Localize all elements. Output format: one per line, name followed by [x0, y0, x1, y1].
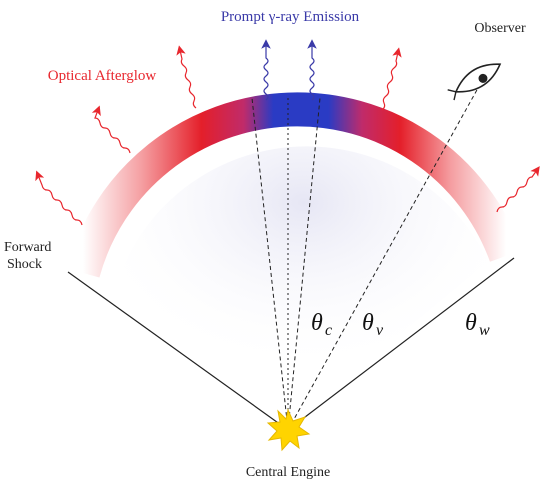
optical-arrow-1 [35, 170, 83, 226]
gamma-ray-arrow-left [261, 39, 271, 101]
theta-w-symbol: θ [465, 310, 477, 336]
forward-label-line1: Forward [4, 240, 51, 255]
prompt-emission-label: Prompt γ-ray Emission [221, 9, 360, 25]
theta-v-label: θ v [362, 310, 384, 339]
jet-interior-glow [118, 146, 488, 429]
theta-w-subscript: w [479, 322, 490, 339]
theta-w-label: θ w [465, 310, 490, 339]
eye-icon [447, 63, 502, 101]
central-engine-label: Central Engine [246, 465, 330, 480]
jet-right-edge [287, 257, 515, 431]
forward-label-line2: Shock [7, 257, 42, 272]
gamma-ray-arrow-right [307, 39, 317, 101]
optical-afterglow-label: Optical Afterglow [48, 68, 157, 84]
theta-c-symbol: θ [311, 310, 323, 336]
theta-c-label: θ c [311, 310, 332, 339]
optical-arrow-4 [381, 47, 402, 111]
star-icon [266, 408, 311, 452]
theta-v-subscript: v [376, 322, 384, 339]
theta-c-subscript: c [325, 322, 332, 339]
optical-arrow-3 [176, 45, 197, 109]
jet-left-edge [67, 271, 289, 431]
observer-label: Observer [474, 21, 526, 36]
optical-arrow-5 [496, 166, 540, 213]
theta-v-symbol: θ [362, 310, 374, 336]
line-of-sight [287, 87, 479, 431]
optical-arrow-2 [91, 105, 131, 154]
